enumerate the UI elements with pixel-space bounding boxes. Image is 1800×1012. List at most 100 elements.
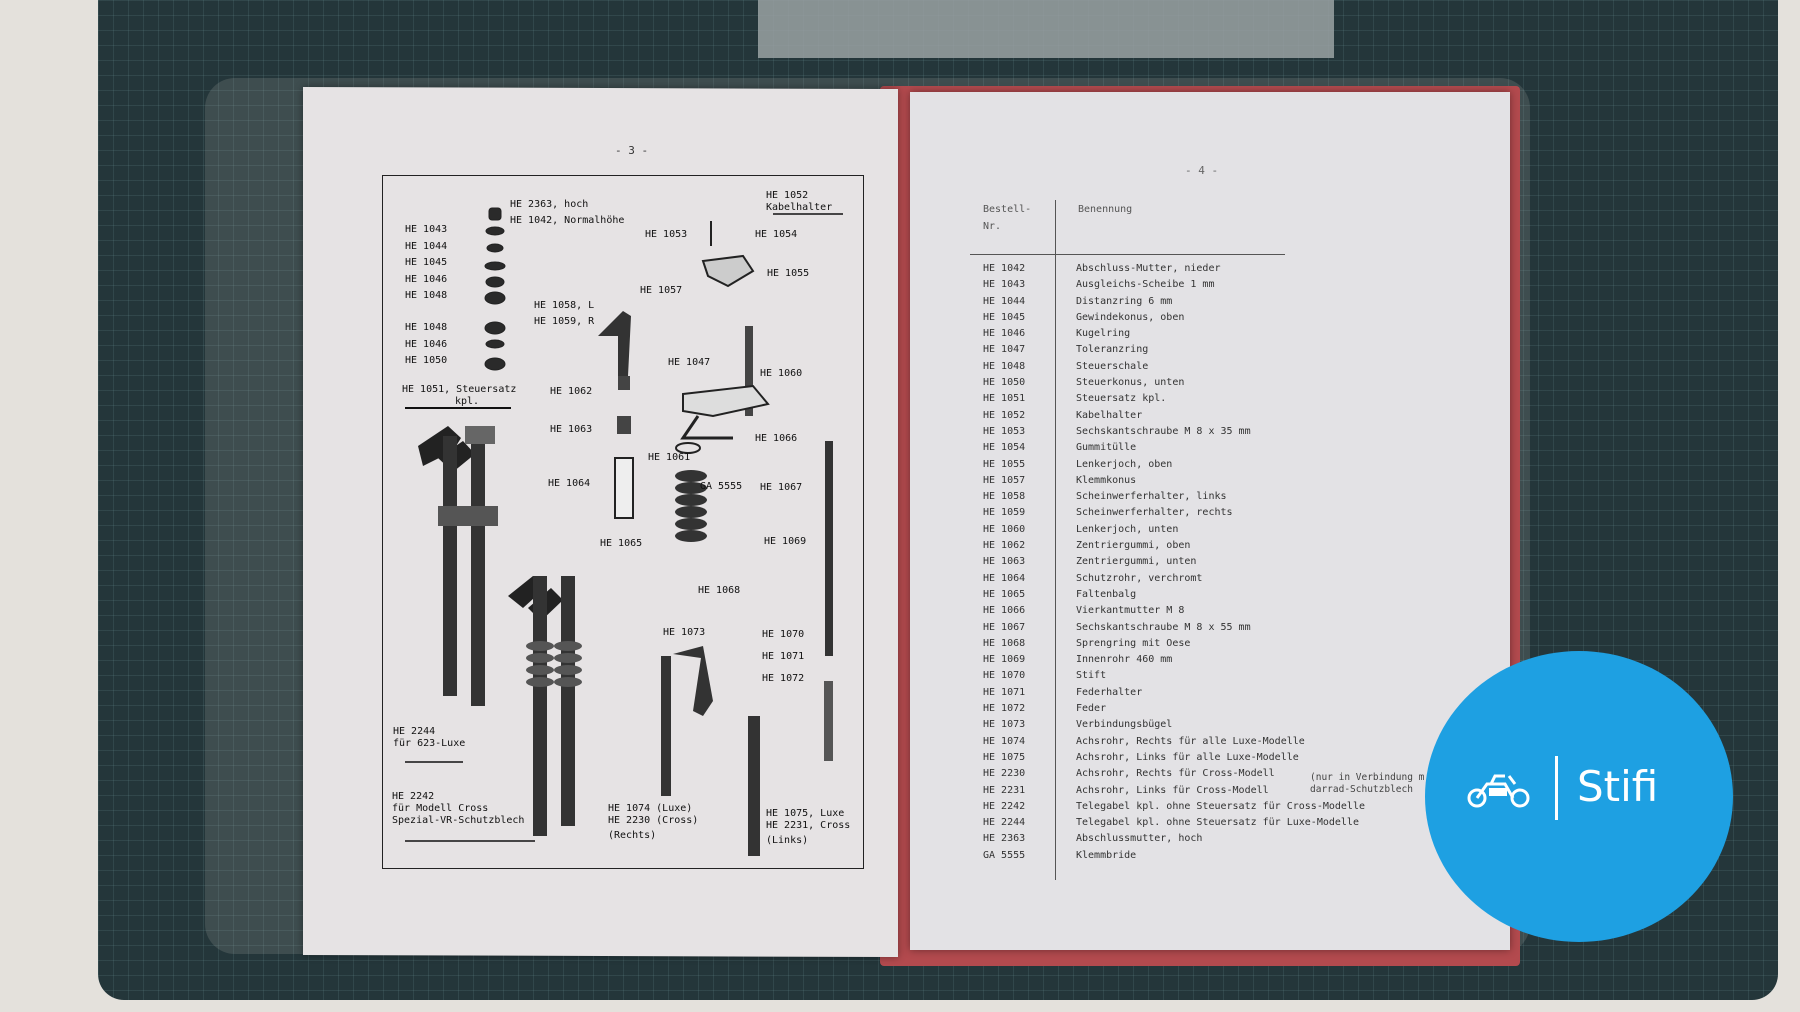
label-he1074: HE 1074 (Luxe) — [608, 803, 693, 814]
part-number: HE 1059 — [983, 507, 1026, 519]
label-he1060: HE 1060 — [760, 368, 803, 379]
part-number: HE 1054 — [983, 442, 1026, 454]
part-name: Ausgleichs-Scheibe 1 mm — [1076, 279, 1215, 291]
label-he1046-b: HE 1046 — [405, 339, 448, 350]
label-he1065: HE 1065 — [600, 538, 643, 549]
paper-strip — [758, 0, 1334, 58]
part-name: Sechskantschraube M 8 x 55 mm — [1076, 621, 1251, 633]
part-number: HE 1063 — [983, 556, 1026, 568]
label-he1059: HE 1059, R — [534, 316, 595, 327]
part-name: Steuersatz kpl. — [1076, 393, 1167, 405]
page-number-left: - 3 - — [615, 144, 649, 157]
part-number: HE 1053 — [983, 425, 1026, 437]
part-name: Achsrohr, Rechts für Cross-Modell — [1076, 768, 1275, 780]
label-he1064: HE 1064 — [548, 478, 591, 489]
part-name: Zentriergummi, unten — [1076, 556, 1197, 568]
label-he1075: HE 1075, Luxe — [766, 808, 845, 819]
side-note: (nur in Verbindung m darrad-Schutzblech — [1310, 772, 1424, 796]
part-name: Abschlussmutter, hoch — [1076, 833, 1203, 845]
part-name: Vierkantmutter M 8 — [1076, 605, 1185, 617]
label-623-luxe: für 623-Luxe — [393, 738, 466, 749]
part-number: HE 1070 — [983, 670, 1026, 682]
part-number: HE 1066 — [983, 605, 1026, 617]
page-number-right: - 4 - — [1185, 164, 1219, 177]
part-number: HE 1045 — [983, 311, 1026, 323]
label-he2242: HE 2242 — [392, 791, 435, 802]
label-he1043: HE 1043 — [405, 224, 448, 235]
part-name: Federhalter — [1076, 686, 1143, 698]
label-he2230: HE 2230 (Cross) — [608, 815, 699, 826]
column-divider — [1055, 200, 1056, 880]
part-number: HE 1075 — [983, 751, 1026, 763]
label-schutzblech: Spezial-VR-Schutzblech — [392, 815, 525, 826]
part-name: Abschluss-Mutter, nieder — [1076, 263, 1221, 274]
label-kpl: kpl. — [455, 396, 480, 407]
column-header-name: Benennung — [1078, 204, 1133, 215]
part-name: Achsrohr, Links für Cross-Modell — [1076, 784, 1269, 796]
label-he1048-b: HE 1048 — [405, 322, 448, 333]
part-name: Kugelring — [1076, 328, 1131, 340]
part-name: Steuerschale — [1076, 360, 1149, 372]
label-he1045: HE 1045 — [405, 257, 448, 268]
label-he1063: HE 1063 — [550, 424, 593, 435]
header-rule — [970, 254, 1285, 255]
part-number: HE 2230 — [983, 768, 1026, 780]
label-he1050: HE 1050 — [405, 355, 448, 366]
part-number: HE 2363 — [983, 833, 1026, 845]
label-he2244: HE 2244 — [393, 726, 436, 737]
part-name: Gewindekonus, oben — [1076, 311, 1185, 323]
label-he1047: HE 1047 — [668, 357, 711, 368]
part-name: Sechskantschraube M 8 x 35 mm — [1076, 425, 1251, 437]
label-he1044: HE 1044 — [405, 241, 448, 252]
label-he1048: HE 1048 — [405, 290, 448, 301]
part-number: HE 1067 — [983, 621, 1026, 633]
part-number: HE 1062 — [983, 540, 1026, 552]
part-name: Kabelhalter — [1076, 409, 1143, 421]
badge-label: Stifi — [1577, 762, 1659, 811]
side-note-line-1: (nur in Verbindung m — [1310, 772, 1425, 783]
part-name: Achsrohr, Rechts für alle Luxe-Modelle — [1076, 735, 1305, 747]
part-name: Feder — [1076, 703, 1107, 715]
part-number: HE 1052 — [983, 409, 1026, 421]
part-name: Toleranzring — [1076, 344, 1149, 356]
label-he1072: HE 1072 — [762, 673, 805, 684]
part-number: HE 1057 — [983, 474, 1026, 486]
column-header-nr-2: Nr. — [983, 221, 1002, 232]
right-page — [910, 92, 1510, 950]
label-he1067: HE 1067 — [760, 482, 803, 493]
exploded-diagram — [382, 175, 864, 869]
part-name: Achsrohr, Links für alle Luxe-Modelle — [1076, 751, 1299, 763]
part-number: HE 1055 — [983, 458, 1026, 470]
label-he1058: HE 1058, L — [534, 300, 595, 311]
part-name: Stift — [1076, 670, 1107, 682]
label-he1052: HE 1052 — [766, 190, 809, 201]
part-number: HE 1043 — [983, 279, 1026, 291]
part-number: HE 1042 — [983, 263, 1026, 274]
part-number: HE 1073 — [983, 719, 1026, 731]
part-name: Schutzrohr, verchromt — [1076, 572, 1203, 584]
label-rechts: (Rechts) — [608, 830, 657, 841]
part-number: HE 1060 — [983, 523, 1026, 535]
part-name: Innenrohr 460 mm — [1076, 654, 1173, 666]
part-number: HE 1074 — [983, 735, 1026, 747]
label-he1053: HE 1053 — [645, 229, 688, 240]
part-name: Faltenbalg — [1076, 588, 1137, 600]
part-number: HE 2231 — [983, 784, 1026, 796]
part-number: HE 1044 — [983, 295, 1026, 307]
part-number: HE 1069 — [983, 654, 1026, 666]
label-he1054: HE 1054 — [755, 229, 798, 240]
label-he1042: HE 1042, Normalhöhe — [510, 215, 625, 226]
part-number: HE 1064 — [983, 572, 1026, 584]
badge-divider — [1555, 756, 1558, 820]
part-name: Zentriergummi, oben — [1076, 540, 1191, 552]
label-he1057: HE 1057 — [640, 285, 683, 296]
part-name: Lenkerjoch, oben — [1076, 458, 1173, 470]
label-he1061: HE 1061 — [648, 452, 691, 463]
part-number: HE 1051 — [983, 393, 1026, 405]
part-name: Sprengring mit Oese — [1076, 637, 1191, 649]
label-kabelhalter: Kabelhalter — [766, 202, 833, 213]
label-he1073: HE 1073 — [663, 627, 706, 638]
label-links: (Links) — [766, 835, 809, 846]
moped-icon — [1467, 774, 1530, 808]
part-number: HE 1065 — [983, 588, 1026, 600]
